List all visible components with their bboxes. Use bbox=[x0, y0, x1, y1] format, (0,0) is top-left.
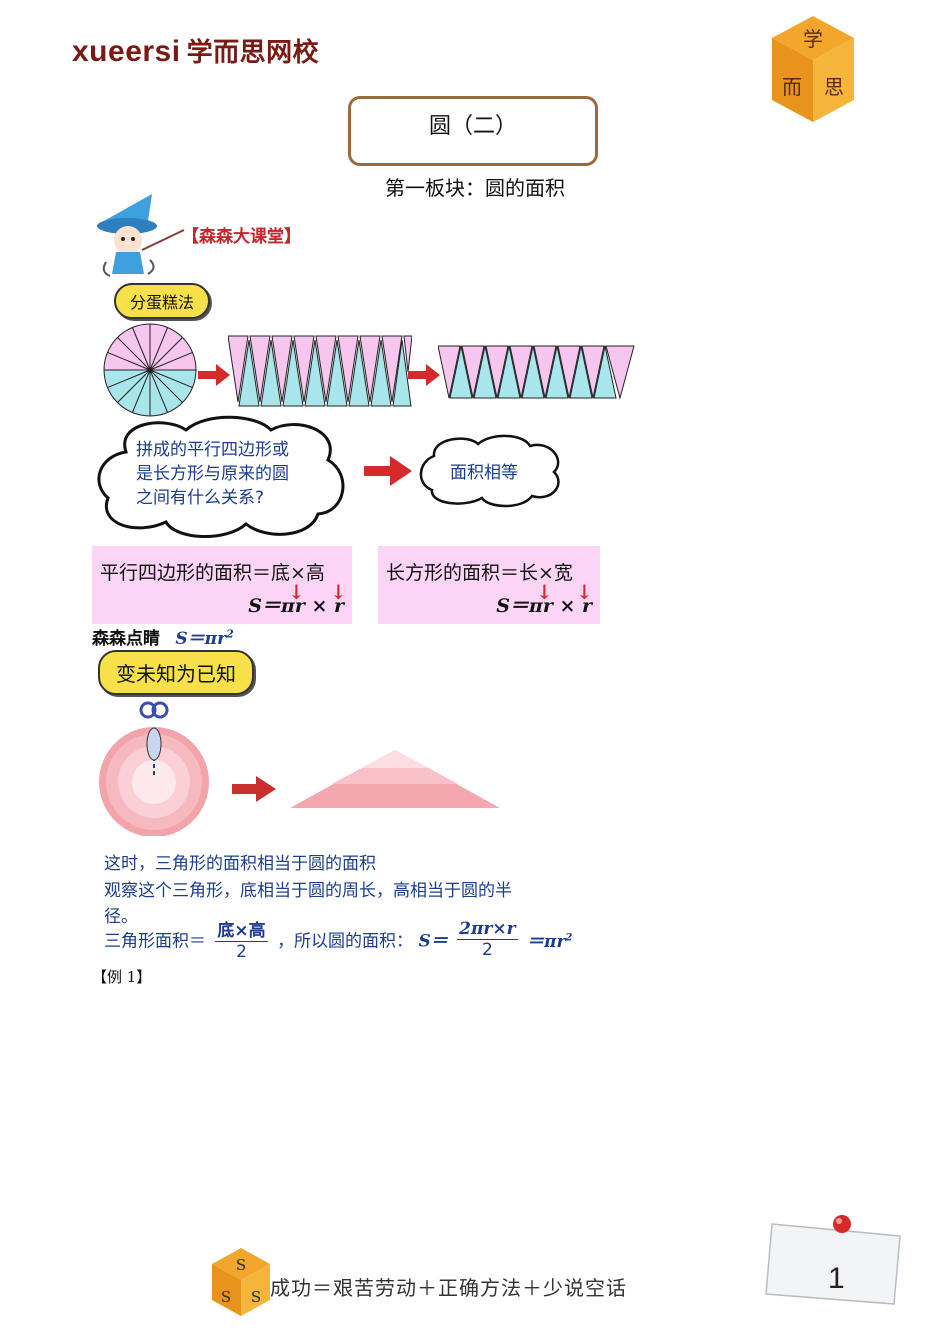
interlocked-sectors-figure bbox=[228, 335, 412, 407]
fraction-den: 2 bbox=[236, 942, 247, 962]
page-title: 圆（二） bbox=[428, 114, 517, 139]
answer-cloud-text: 面积相等 bbox=[450, 463, 518, 483]
page-number: 1 bbox=[828, 1262, 845, 1295]
key-point-label: 森森点睛 bbox=[92, 629, 160, 649]
cube-char-top: 学 bbox=[803, 27, 823, 51]
formula-result: ＝πr2 bbox=[527, 932, 572, 952]
formula-s-eq: S＝ bbox=[418, 931, 448, 952]
footer-motto: 成功＝艰苦劳动＋正确方法＋少说空话 bbox=[270, 1276, 627, 1300]
red-arrow-icon bbox=[198, 364, 230, 386]
formula-middle: ，所以圆的面积： bbox=[277, 931, 414, 952]
answer-cloud-shape bbox=[419, 434, 560, 508]
red-arrow-icon bbox=[408, 364, 440, 386]
banner-label: 【森森大课堂】 bbox=[182, 227, 301, 247]
scissors-icon bbox=[146, 727, 162, 761]
question-cloud-shape bbox=[97, 415, 345, 538]
down-arrow-icon: ↓ bbox=[330, 580, 347, 604]
red-arrow-icon bbox=[364, 456, 412, 486]
key-point-formula: S＝πr2 bbox=[175, 627, 234, 649]
cube-char-left: 而 bbox=[782, 75, 802, 99]
down-arrow-icon: ↓ bbox=[288, 580, 305, 604]
rectangle-formula-box: 长方形的面积＝长×宽 ↓ ↓ S＝πr × r bbox=[378, 546, 600, 624]
method2-label: 变未知为已知 bbox=[98, 650, 254, 695]
badge-letter-right: S bbox=[251, 1288, 261, 1306]
formula-result-main: ＝πr bbox=[527, 931, 566, 952]
ring-cut-figure bbox=[99, 701, 209, 836]
explain-line-3: 径。 bbox=[104, 907, 138, 927]
rectangle-area-text: 长方形的面积＝长×宽 bbox=[386, 562, 573, 584]
fraction-2pir-r: 2πr×r 2 bbox=[457, 918, 518, 960]
question-cloud-text: 拼成的平行四边形或 是长方形与原来的圆 之间有什么关系? bbox=[136, 438, 289, 510]
down-arrow-icon: ↓ bbox=[536, 580, 553, 604]
question-line-2: 是长方形与原来的圆 bbox=[136, 464, 289, 484]
key-point-sup: 2 bbox=[226, 627, 234, 641]
fraction-base-height: 底×高 2 bbox=[215, 916, 268, 962]
down-arrow-icon: ↓ bbox=[576, 580, 593, 604]
key-point-formula-main: S＝πr bbox=[175, 629, 227, 649]
sector-circle-figure bbox=[103, 323, 197, 417]
red-arrow-icon bbox=[232, 776, 276, 802]
formula-result-sup: 2 bbox=[565, 931, 573, 943]
question-line-1: 拼成的平行四边形或 bbox=[136, 440, 289, 460]
fraction-num: 2πr×r bbox=[457, 918, 518, 940]
pinned-note-icon bbox=[765, 1215, 901, 1305]
cube-logo-icon: 学 而 思 bbox=[772, 16, 854, 122]
brand-en: xueersi bbox=[72, 35, 181, 68]
brand-cn: 学而思网校 bbox=[186, 38, 320, 68]
triangle-figure bbox=[290, 750, 500, 808]
question-line-3: 之间有什么关系? bbox=[136, 488, 265, 508]
explain-line-1: 这时，三角形的面积相当于圆的面积 bbox=[104, 854, 376, 874]
mascot-witch-icon bbox=[97, 194, 185, 277]
sss-badge-icon: S S S bbox=[212, 1248, 270, 1316]
explain-line-2: 观察这个三角形，底相当于圆的周长，高相当于圆的半 bbox=[104, 881, 512, 901]
rectangle-sectors-figure bbox=[438, 345, 635, 400]
badge-letter-left: S bbox=[221, 1288, 231, 1306]
section-title: 第一板块：圆的面积 bbox=[385, 176, 565, 200]
fraction-num: 底×高 bbox=[215, 916, 268, 942]
cube-char-right: 思 bbox=[824, 75, 844, 99]
title-box: 圆（二） bbox=[348, 96, 598, 166]
badge-letter-top: S bbox=[236, 1256, 246, 1274]
parallelogram-formula-box: 平行四边形的面积＝底×高 ↓ ↓ S＝πr × r bbox=[92, 546, 352, 624]
example-label: 【例 1】 bbox=[92, 968, 152, 986]
parallelogram-area-text: 平行四边形的面积＝底×高 bbox=[100, 562, 325, 584]
triangle-area-formula: 三角形面积＝ 底×高 2 ，所以圆的面积： S＝ 2πr×r 2 ＝πr2 bbox=[104, 916, 572, 963]
rectangle-formula: S＝πr × r bbox=[496, 595, 592, 617]
formula-prefix: 三角形面积＝ bbox=[104, 931, 206, 952]
fraction-den: 2 bbox=[481, 939, 493, 960]
key-point: 森森点睛 S＝πr2 bbox=[92, 624, 234, 649]
method1-label: 分蛋糕法 bbox=[114, 283, 211, 319]
parallelogram-formula: S＝πr × r bbox=[248, 595, 344, 617]
